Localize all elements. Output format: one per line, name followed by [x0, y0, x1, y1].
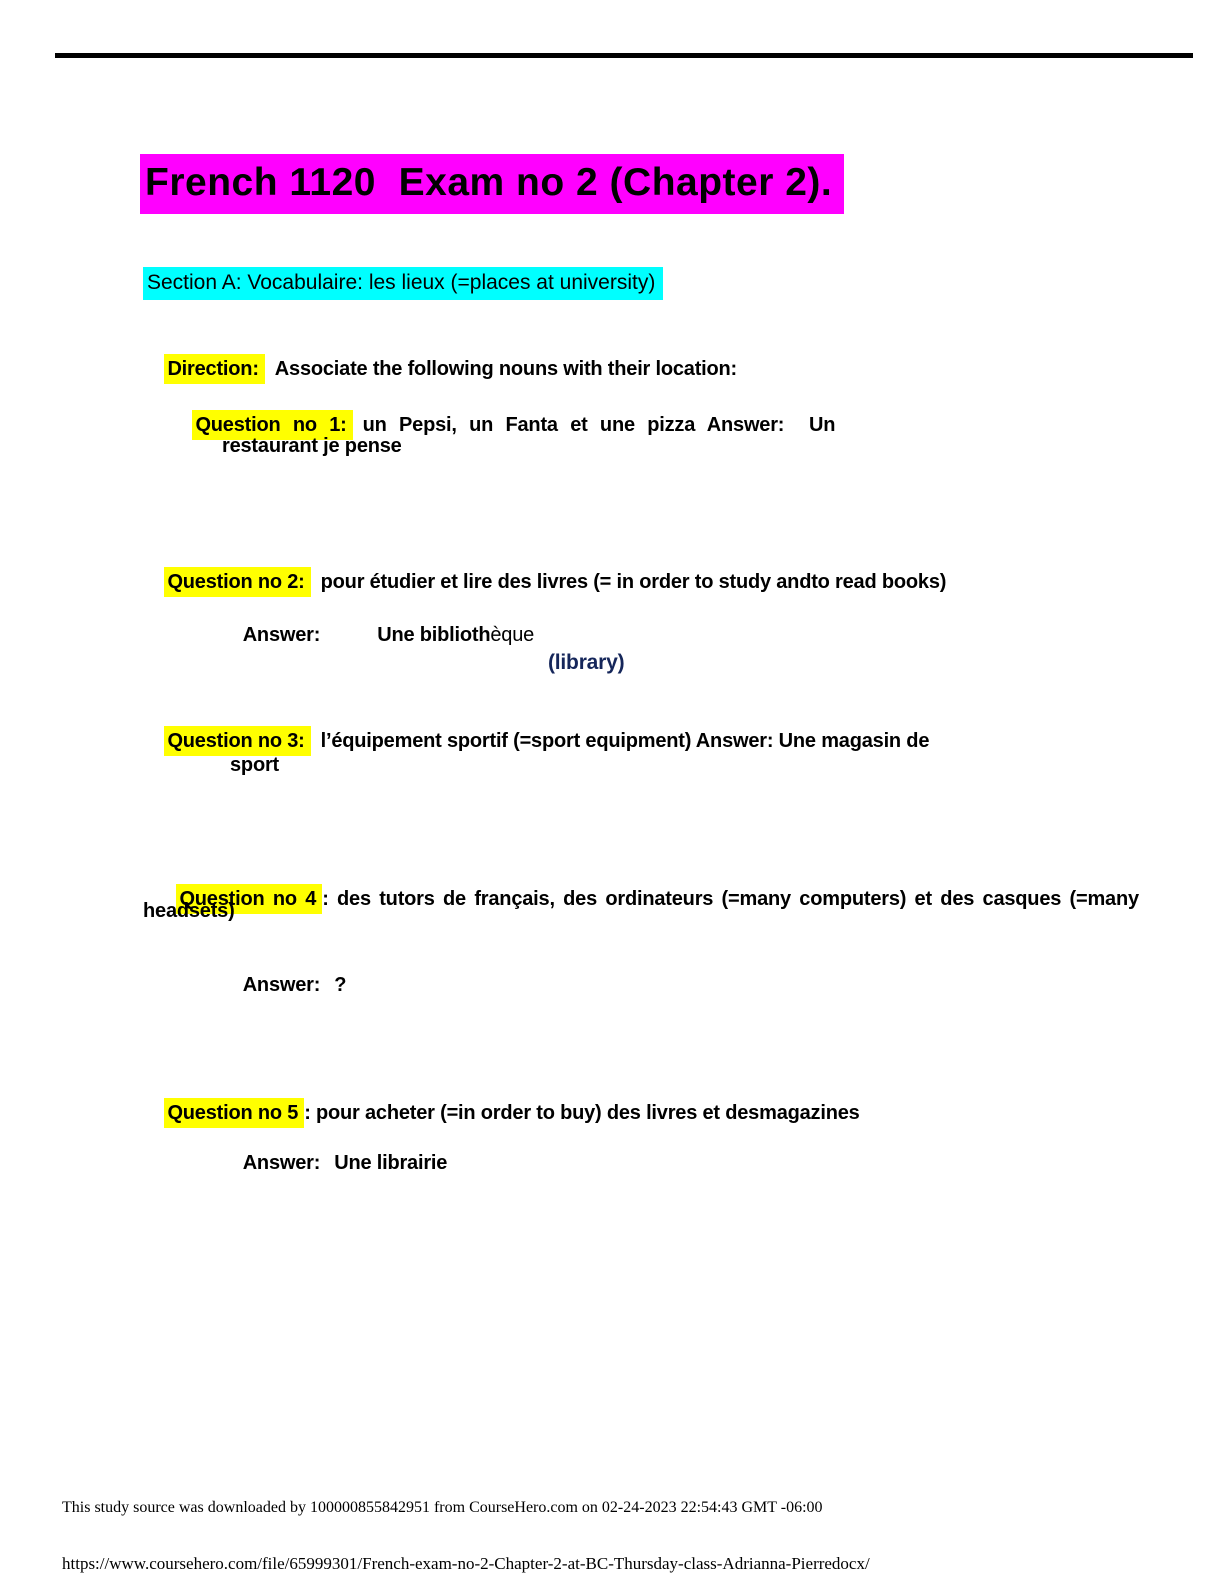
question-2-answer-line: Answer: Une bibliothèque [222, 598, 535, 673]
direction-line: Direction: Associate the following nouns … [143, 332, 737, 407]
question-4-answer-line: Answer:? [222, 948, 347, 1023]
question-2-answer-value: Une bibliothèque [377, 624, 535, 646]
question-2-label: Question no 2: [164, 567, 311, 597]
question-3-label: Question no 3: [164, 726, 311, 756]
page-title: French 1120 Exam no 2 (Chapter 2). [140, 154, 845, 214]
question-3-text: l’équipement sportif (=sport equipment) … [320, 730, 930, 752]
question-1-line-1: Question no 1: un Pepsi, un Fanta et une … [143, 388, 835, 463]
question-2-text: pour étudier et lire des livres (= in or… [320, 571, 947, 593]
question-5-line-1: Question no 5: pour acheter (=in order t… [143, 1076, 860, 1151]
question-2-line-1: Question no 2: pour étudier et lire des l… [143, 545, 946, 620]
question-1-label: Question no 1: [192, 410, 353, 440]
question-2-answer-label: Answer: [242, 624, 321, 646]
coursehero-source-url[interactable]: https://www.coursehero.com/file/65999301… [62, 1554, 870, 1573]
question-5-answer-label: Answer: [242, 1152, 321, 1174]
question-4-answer-value: ? [334, 974, 347, 996]
direction-label: Direction: [164, 354, 265, 384]
direction-text: Associate the following nouns with their… [274, 358, 738, 380]
question-5-answer-line: Answer: Une librairie [222, 1126, 448, 1201]
question-5-answer-value: Une librairie [334, 1152, 448, 1174]
question-4-text: : des tutors de français, des ordinateur… [322, 888, 1139, 910]
question-1-line-2: restaurant je pense [222, 435, 402, 457]
question-4-answer-label: Answer: [242, 974, 321, 996]
question-5-text: : pour acheter (=in order to buy) des li… [304, 1102, 860, 1124]
question-3-line-2: sport [230, 754, 280, 776]
download-provenance-text: This study source was downloaded by 1000… [62, 1499, 823, 1516]
question-5-label: Question no 5 [164, 1098, 305, 1128]
question-1-text: un Pepsi, un Fanta et une pizza Answer: … [362, 414, 836, 436]
top-horizontal-rule [55, 53, 1193, 58]
question-4-line-1: Question no 4: des tutors de français, d… [143, 862, 1139, 937]
section-heading: Section A: Vocabulaire: les lieux (=plac… [143, 267, 664, 300]
question-4-label: Question no 4 [176, 884, 323, 914]
question-4-line-2: headsets) [143, 900, 235, 922]
question-3-line-1: Question no 3: l’équipement sportif (=spo… [143, 704, 929, 779]
question-2-library-note: (library) [548, 651, 625, 674]
